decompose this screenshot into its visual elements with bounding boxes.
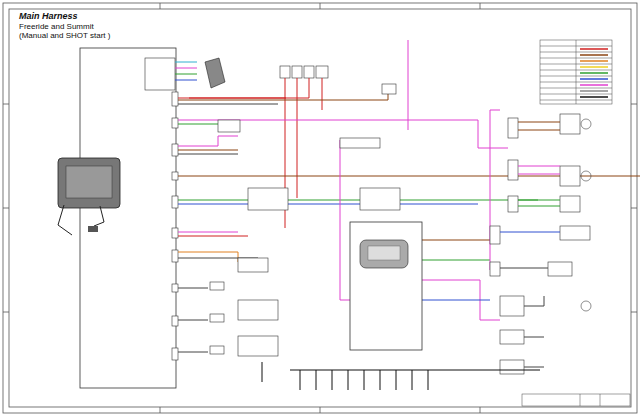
subtitle-line: (Manual and SHOT start ) [18, 31, 111, 40]
diagram-title: Main Harness [18, 11, 79, 21]
subtitle-line: Freeride and Summit [18, 22, 95, 31]
gauge-illustration [360, 240, 408, 268]
ecm-illustration [58, 158, 120, 235]
sensor-illustration [205, 58, 225, 88]
